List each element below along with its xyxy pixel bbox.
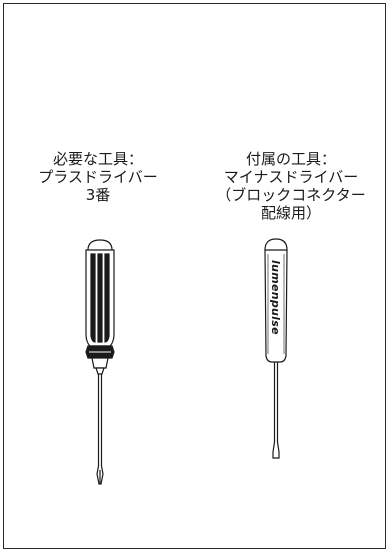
included-tool-note-cont: 配線用）	[260, 204, 321, 222]
required-tool-label: 必要な工具： プラスドライバー 3番	[18, 150, 178, 204]
included-tool-note: （ブロックコネクター	[216, 186, 366, 204]
phillips-screwdriver-icon	[85, 239, 115, 485]
required-tool-size: 3番	[85, 186, 111, 204]
handle-brand-text: lumenpulse	[269, 260, 282, 335]
required-tool-name: プラスドライバー	[38, 168, 158, 186]
included-tool-heading: 付属の工具：	[245, 150, 336, 168]
flathead-screwdriver-icon: lumenpulse	[264, 238, 288, 459]
included-tool-name: マイナスドライバー	[223, 168, 359, 186]
included-tool-label: 付属の工具： マイナスドライバー （ブロックコネクター 配線用）	[198, 150, 384, 222]
required-tool-heading: 必要な工具：	[52, 150, 143, 168]
page-frame	[3, 3, 386, 549]
